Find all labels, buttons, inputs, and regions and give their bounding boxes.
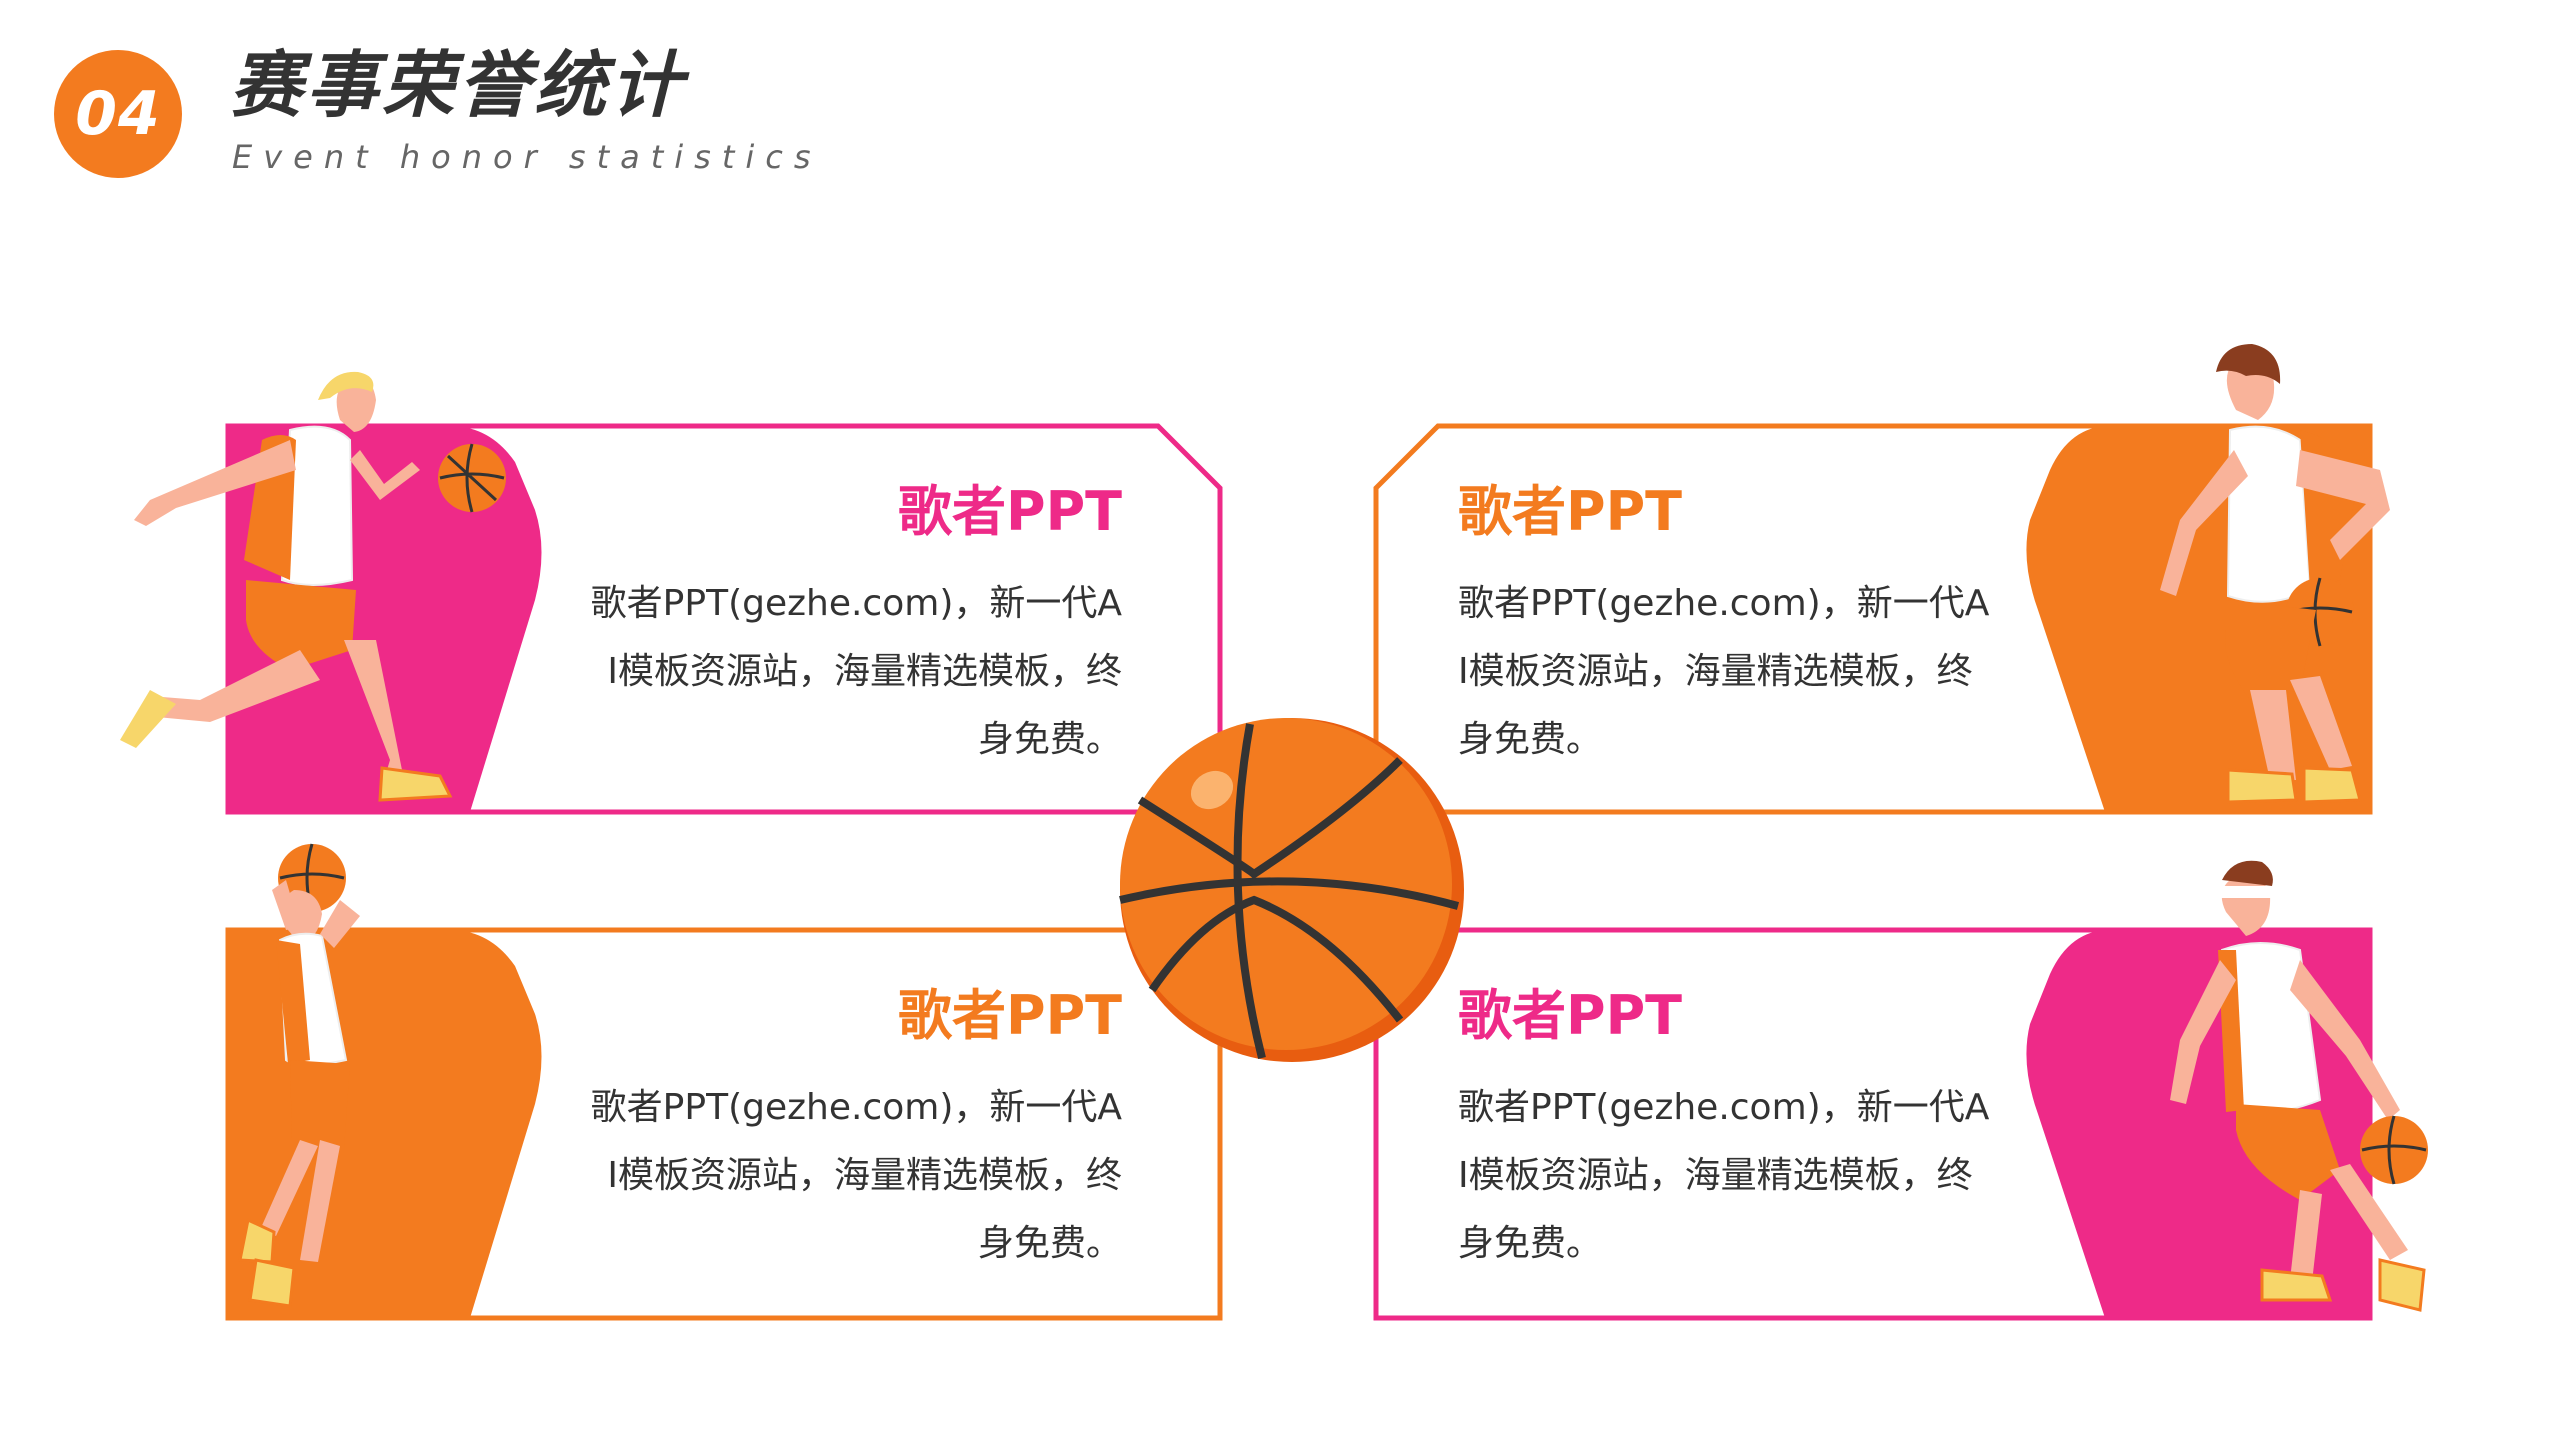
card-2-frame <box>1373 423 2373 815</box>
player-illustration-1 <box>120 371 506 802</box>
card-1-heading: 歌者PPT <box>898 480 1122 543</box>
card-1-frame <box>225 423 1223 815</box>
basketball-icon <box>1119 718 1464 1062</box>
player-illustration-3 <box>238 843 360 1308</box>
card-3-body: 歌者PPT(gezhe.com)，新一代AI模板资源站，海量精选模板，终身免费。 <box>590 1087 1122 1264</box>
section-number-badge: 04 <box>54 50 182 178</box>
card-4-body: 歌者PPT(gezhe.com)，新一代AI模板资源站，海量精选模板，终身免费。 <box>1458 1087 1990 1264</box>
page-subtitle: Event honor statistics <box>232 138 822 176</box>
player-illustration-4 <box>2170 860 2428 1312</box>
card-4-frame <box>1373 927 2373 1321</box>
player-illustration-2 <box>2160 344 2390 804</box>
card-3-blob <box>228 930 542 1318</box>
card-2-heading: 歌者PPT <box>1458 480 1682 543</box>
card-4-heading: 歌者PPT <box>1458 984 1682 1047</box>
card-2-body: 歌者PPT(gezhe.com)，新一代AI模板资源站，海量精选模板，终身免费。 <box>1458 583 1990 760</box>
card-3-heading: 歌者PPT <box>898 984 1122 1047</box>
card-3-frame <box>225 927 1223 1321</box>
card-1-body: 歌者PPT(gezhe.com)，新一代AI模板资源站，海量精选模板，终身免费。 <box>590 583 1122 760</box>
page-title: 赛事荣誉统计 <box>230 43 687 127</box>
